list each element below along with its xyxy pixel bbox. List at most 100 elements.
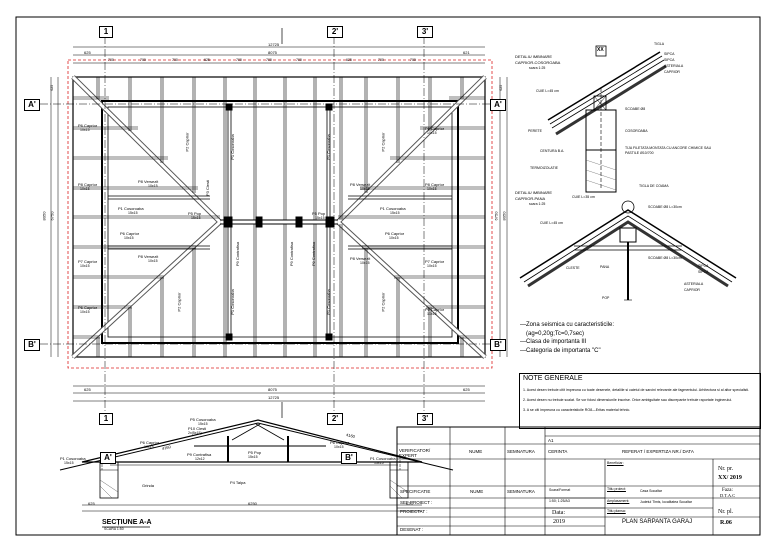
axis-label-2-top: 2' <box>327 26 343 38</box>
d1-lbl-centura: CENTURA B.A. <box>540 149 565 153</box>
lbl-p1-cosoroaba-top-r: P1 Cosoroaba <box>325 134 331 160</box>
axis-label-a-right: A' <box>490 99 506 111</box>
sec-axis-a: A' <box>100 452 116 464</box>
lbl-p6-caprior-l2: P6 Caprior <box>78 305 98 310</box>
tb-nume-2: NUME <box>470 489 484 494</box>
d1-lbl-perete: PERETE <box>528 129 543 133</box>
lbl-p2-caprior-bottom: P2 Caprior <box>176 292 182 312</box>
dim-right-small: 625 <box>499 84 504 91</box>
d1-lbl-cosoroaba: COSOROABA <box>625 129 648 133</box>
lbl-p5-pop-l: P5 Pop <box>188 211 202 216</box>
tb-data-label: Data: <box>552 510 565 516</box>
d2-lbl-cuie-35: CUIE L=35 cm <box>572 195 595 199</box>
lbl-p2-caprior-top: P2 Caprior <box>184 132 190 152</box>
lbl-p6-size-mid-r: 10x15 <box>389 236 399 240</box>
d2-lbl-tigla-coama: TIGLA DE COAMA <box>639 184 669 188</box>
lbl-p6-caprior-mid-r: P6 Caprior <box>385 231 405 236</box>
d2-lbl-scoabe-1: SCOABE Ø8 L=30cm <box>648 205 682 209</box>
seismic-line-1: —Zona seismica cu caracteristicile: <box>520 322 615 328</box>
lbl-p6-size-l1: 10x15 <box>80 128 90 132</box>
title-block <box>396 426 761 536</box>
dim-top-left: 625 <box>84 50 91 55</box>
lbl-p8v-size-r1: 10x15 <box>360 187 370 191</box>
dim-bottom-total: 12725 <box>268 395 280 400</box>
tb-nr-pl-label: Nr. pl. <box>718 509 734 515</box>
lbl-p6-size-l2: 10x15 <box>80 310 90 314</box>
d2-lbl-scoabe-2: SCOABE Ø8 L=30cm <box>648 256 682 260</box>
sec-grinda: Grinda <box>142 483 155 488</box>
lbl-p6-size-mid-l: 10x15 <box>124 236 134 240</box>
tb-sef-proiect: SEF PROIECT : <box>400 500 433 505</box>
sec-p6-caprior-l: P6 Caprior <box>140 440 160 445</box>
d1-lbl-tigla: TIGLA <box>654 42 665 46</box>
dim-top-bay-6: 700 <box>266 58 272 62</box>
d1-lbl-tija: TIJA FILETATA MONTATA CU ANCORE CHIMICE … <box>625 146 712 155</box>
lbl-p7-caprior-l: P7 Caprior <box>78 259 98 264</box>
sec-axis-b: B' <box>341 452 357 464</box>
lbl-p6-caprior-mid-l: P6 Caprior <box>120 231 140 236</box>
d1-lbl-sipca1: SIPCA <box>664 52 675 56</box>
sec-dim-mid: 6250 <box>248 501 257 506</box>
dim-top-bay-5: 700 <box>236 58 242 62</box>
sec-p10-clesti: P10 Clesti <box>188 426 207 431</box>
tb-referat: REFERAT / EXPERTIZA NR./ DATA <box>622 449 694 454</box>
dim-left-small: 625 <box>50 84 55 91</box>
lbl-p7-caprior-r: P7 Caprior <box>425 259 445 264</box>
tb-scara-format: Scara/Format <box>549 488 571 492</box>
seismic-line-2: (ag=0,20g;Tc=0,7sec) <box>526 330 585 337</box>
lbl-p6-caprior-r2: P6 Caprior <box>425 307 445 312</box>
sec-p1-size-r: 15x15 <box>374 461 384 465</box>
axis-label-3-top: 3' <box>417 26 433 38</box>
lbl-p6-caprior-l1: P6 Caprior <box>78 123 98 128</box>
tb-cerinta: CERINTA <box>548 449 568 454</box>
lbl-p1-cosoroaba-l: P1 Cosoroaba <box>118 206 144 211</box>
section-title: SECȚIUNE A-A <box>102 519 152 526</box>
d2-lbl-asteriala: ASTERIALA <box>684 282 704 286</box>
lbl-p8-vercevit-l1: P8 Versezit <box>138 179 159 184</box>
sec-p5-cosoroaba: P5 Cosoroaba <box>190 417 216 422</box>
sec-p5-pop-size: 15x15 <box>248 455 258 459</box>
lbl-p8v-size-l2: 10x15 <box>148 259 158 263</box>
lbl-p1-cosoroaba-top: P1 Cosoroaba <box>229 134 235 160</box>
dim-top-bay-9: 700 <box>378 58 384 62</box>
d1-lbl-termoizolatie: TERMOIZOLATIE <box>530 166 558 170</box>
axis-label-b-left: B' <box>24 339 40 351</box>
lbl-p1-cosoroaba-bottom-r: P1 Cosoroaba <box>325 289 331 315</box>
tb-scara-val: 1:50; 1:25/A3 <box>549 499 570 503</box>
tb-titlu-plansa: Titlu plansa: <box>607 509 626 513</box>
lbl-p1-cosoroaba-r: P1 Cosoroaba <box>380 206 406 211</box>
dim-bottom-inner: 8075 <box>268 387 277 392</box>
lbl-p1-cosoroaba-bottom: P1 Cosoroaba <box>229 289 235 315</box>
dim-left-span: 6750 <box>49 211 55 221</box>
seismic-info: —Zona seismica cu caracteristicile: (ag=… <box>520 321 660 361</box>
lbl-p7-size-l: 10x15 <box>80 264 90 268</box>
note-2: 2. Acest desen nu trebuie scalat. Se vor… <box>523 398 733 402</box>
tb-semnatura-2: SEMNATURA <box>507 489 535 494</box>
tb-amplasament-val: Judetul Timis, localitatea Socaltar <box>640 500 692 504</box>
lbl-p8-vercevit-l2: P8 Versezit <box>138 254 159 259</box>
tb-specificatie: SPECIFICATIE <box>400 489 431 494</box>
dim-left-total: 8050 <box>41 211 47 221</box>
dim-top-bay-7: 700 <box>296 58 302 62</box>
dim-top-bay-2: 700 <box>140 58 146 62</box>
tb-nr-pr-val: XX/ 2019 <box>718 475 742 481</box>
lbl-p6-caprior-r1: P6 Caprior <box>425 126 445 131</box>
axis-label-1-bottom: 1 <box>99 413 113 425</box>
tb-a1: A1 <box>548 438 554 443</box>
dim-top-bay-8: 625 <box>346 58 352 62</box>
tb-titlu-val: Casa Socaltar <box>640 489 662 493</box>
lbl-p8-size-r: 10x15 <box>427 187 437 191</box>
lbl-p7-size-r: 10x15 <box>427 264 437 268</box>
sec-p1-size-l: 15x15 <box>64 461 74 465</box>
tb-faza-val: D.T.A.C <box>720 493 736 498</box>
detail-caprior-cosoroaba <box>547 45 667 193</box>
lbl-p6-size-r2: 10x15 <box>427 312 437 316</box>
sec-p5-pop: P5 Pop <box>248 450 262 455</box>
sec-p1-cosoroaba-r: P1 Cosoroaba <box>370 456 396 461</box>
dim-top-bay-4: 625 <box>204 58 210 62</box>
tb-data-val: 2019 <box>553 519 565 525</box>
tb-verificator: VERIFICATOR/ EXPERT <box>399 448 431 458</box>
axis-label-b-right: B' <box>490 339 506 351</box>
tb-amplasament: Amplasament: <box>607 499 630 503</box>
